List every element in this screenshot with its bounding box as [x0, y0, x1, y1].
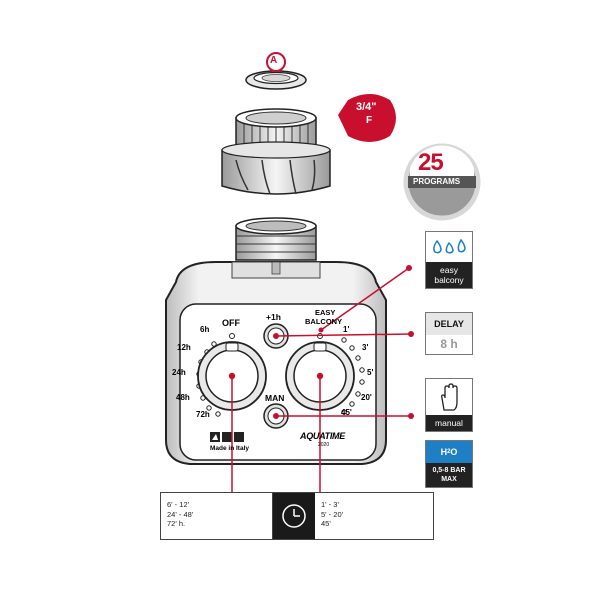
thread-size-line2: F: [366, 115, 373, 126]
label-5min: 5': [367, 368, 374, 377]
water-drops-icon: [426, 232, 472, 262]
label-45min: 45': [341, 408, 352, 417]
label-24h: 24h: [172, 368, 186, 377]
duration-line1: 1' - 3': [321, 500, 339, 509]
label-6h: 6h: [200, 325, 210, 334]
manual-label: manual: [426, 415, 472, 431]
pressure-range: 0,5-8 BAR: [432, 467, 466, 474]
part-a-circle: [266, 52, 286, 72]
pressure-max: MAX: [441, 476, 457, 483]
easy-balcony-box: easy balcony: [425, 231, 473, 289]
easy-balcony-line1: easy: [440, 265, 458, 275]
part-a-label: A: [270, 55, 278, 66]
label-12h: 12h: [177, 343, 191, 352]
callout-lines: [231, 267, 412, 496]
frequency-line2: 24' - 48': [167, 509, 194, 519]
device-inlet: [235, 217, 317, 261]
programs-count: 25: [418, 149, 444, 176]
label-balcony: BALCONY: [305, 317, 343, 326]
label-72h: 72h: [196, 410, 210, 419]
label-20min: 20': [361, 393, 372, 402]
delay-title: DELAY: [426, 313, 472, 335]
h2o-o: O: [450, 447, 458, 457]
label-plus-1h: +1h: [266, 312, 281, 322]
duration-line2: 5' - 20': [321, 509, 344, 519]
delay-value: 8 h: [426, 335, 472, 354]
label-3min: 3': [362, 343, 369, 352]
thread-size-badge: [338, 94, 396, 142]
hose-nut: [221, 108, 331, 195]
h2o-h: H: [440, 447, 448, 457]
hand-icon: [426, 379, 472, 415]
label-48h: 48h: [176, 393, 190, 402]
label-off: OFF: [222, 318, 240, 328]
programs-badge: [403, 143, 481, 221]
frequency-line3: 72' h.: [167, 519, 186, 528]
programs-label: PROGRAMS: [413, 177, 461, 186]
certification-logos: [210, 432, 244, 442]
h2o-sub: 2: [447, 449, 451, 455]
made-in-label: Made in Italy: [210, 445, 250, 452]
duration-box: 1' - 3' 5' - 20' 45': [272, 492, 434, 540]
duration-line3: 45': [321, 519, 331, 528]
clock-icon: [273, 493, 315, 539]
thread-size-line1: 3/4": [356, 101, 377, 113]
brand-sub: 2020: [318, 442, 330, 448]
brand-logo: AQUATIME: [300, 431, 345, 441]
manual-box: manual: [425, 378, 473, 432]
filter-washer: [245, 70, 307, 90]
label-man: MAN: [265, 393, 285, 403]
delay-box: DELAY 8 h: [425, 312, 473, 355]
frequency-line1: 6' - 12': [167, 500, 190, 509]
label-1min: 1': [343, 325, 350, 334]
label-easy: EASY: [315, 308, 336, 317]
easy-balcony-line2: balcony: [434, 275, 464, 285]
